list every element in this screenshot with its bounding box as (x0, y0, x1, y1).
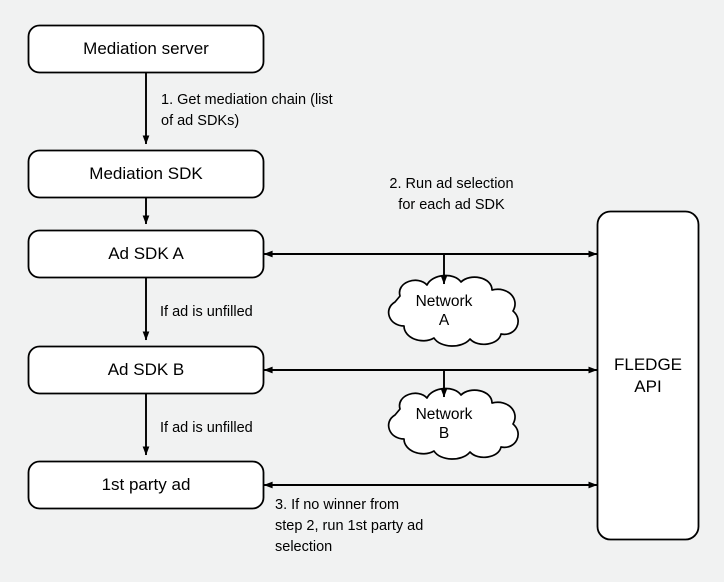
node-box-ad-sdk-a (27, 229, 265, 279)
node-box-mediation-sdk (27, 149, 265, 199)
node-box-fledge-api (596, 210, 700, 541)
cloud-shape-network-a (387, 274, 519, 347)
node-box-mediation-server (27, 24, 265, 74)
node-box-first-party-ad (27, 460, 265, 510)
node-box-ad-sdk-b (27, 345, 265, 395)
cloud-shape-network-b (387, 387, 519, 460)
